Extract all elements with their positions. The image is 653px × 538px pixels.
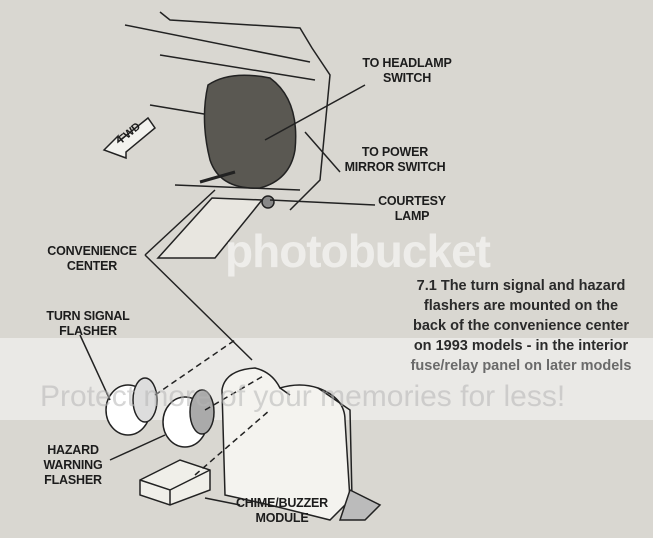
label-line: FLASHER [59, 324, 117, 338]
label-line: TO POWER [361, 145, 429, 159]
caption-line: 7.1 The turn signal and hazard [416, 278, 626, 294]
label-line: MIRROR SWITCH [344, 160, 446, 174]
label-line: TO HEADLAMP [362, 56, 452, 70]
caption-line: fuse/relay panel on later models [410, 358, 632, 374]
caption-line: back of the convenience center [413, 318, 629, 334]
watermark-tagline: Protect more of your memories for less! [40, 380, 566, 413]
convenience-center-box [221, 367, 351, 521]
watermark-logo: photobucket [225, 225, 491, 277]
fwd-arrow [102, 116, 157, 160]
label-headlamp-switch: TO HEADLAMP SWITCH [352, 56, 462, 86]
courtesy-lamp [261, 195, 275, 209]
figure-caption: 7.1 The turn signal and hazard flashers … [392, 276, 650, 376]
dash-outline [159, 11, 331, 211]
caption-line: on 1993 models - in the interior [413, 338, 629, 354]
caption-line: flashers are mounted on the [423, 298, 619, 314]
label-line: TURN SIGNAL [46, 309, 130, 323]
label-courtesy-lamp: COURTESY LAMP [372, 194, 452, 224]
label-chime-buzzer-module: CHIME/BUZZER MODULE [232, 496, 332, 526]
label-line: LAMP [394, 209, 430, 223]
dash-rail [124, 24, 311, 63]
label-line: CENTER [66, 259, 118, 273]
label-line: MODULE [255, 511, 309, 525]
label-line: SWITCH [382, 71, 432, 85]
label-hazard-warning-flasher: HAZARD WARNING FLASHER [28, 443, 118, 488]
label-line: COURTESY [378, 194, 446, 208]
label-turn-signal-flasher: TURN SIGNAL FLASHER [38, 309, 138, 339]
label-line: CONVENIENCE [47, 244, 137, 258]
chime-buzzer-module [139, 459, 211, 506]
label-line: CHIME/BUZZER [235, 496, 329, 510]
wiring-harness [203, 74, 297, 189]
label-convenience-center: CONVENIENCE CENTER [38, 244, 146, 274]
label-power-mirror-switch: TO POWER MIRROR SWITCH [335, 145, 455, 175]
label-line: FLASHER [44, 473, 102, 487]
label-line: HAZARD [47, 443, 99, 457]
label-line: WARNING [43, 458, 103, 472]
